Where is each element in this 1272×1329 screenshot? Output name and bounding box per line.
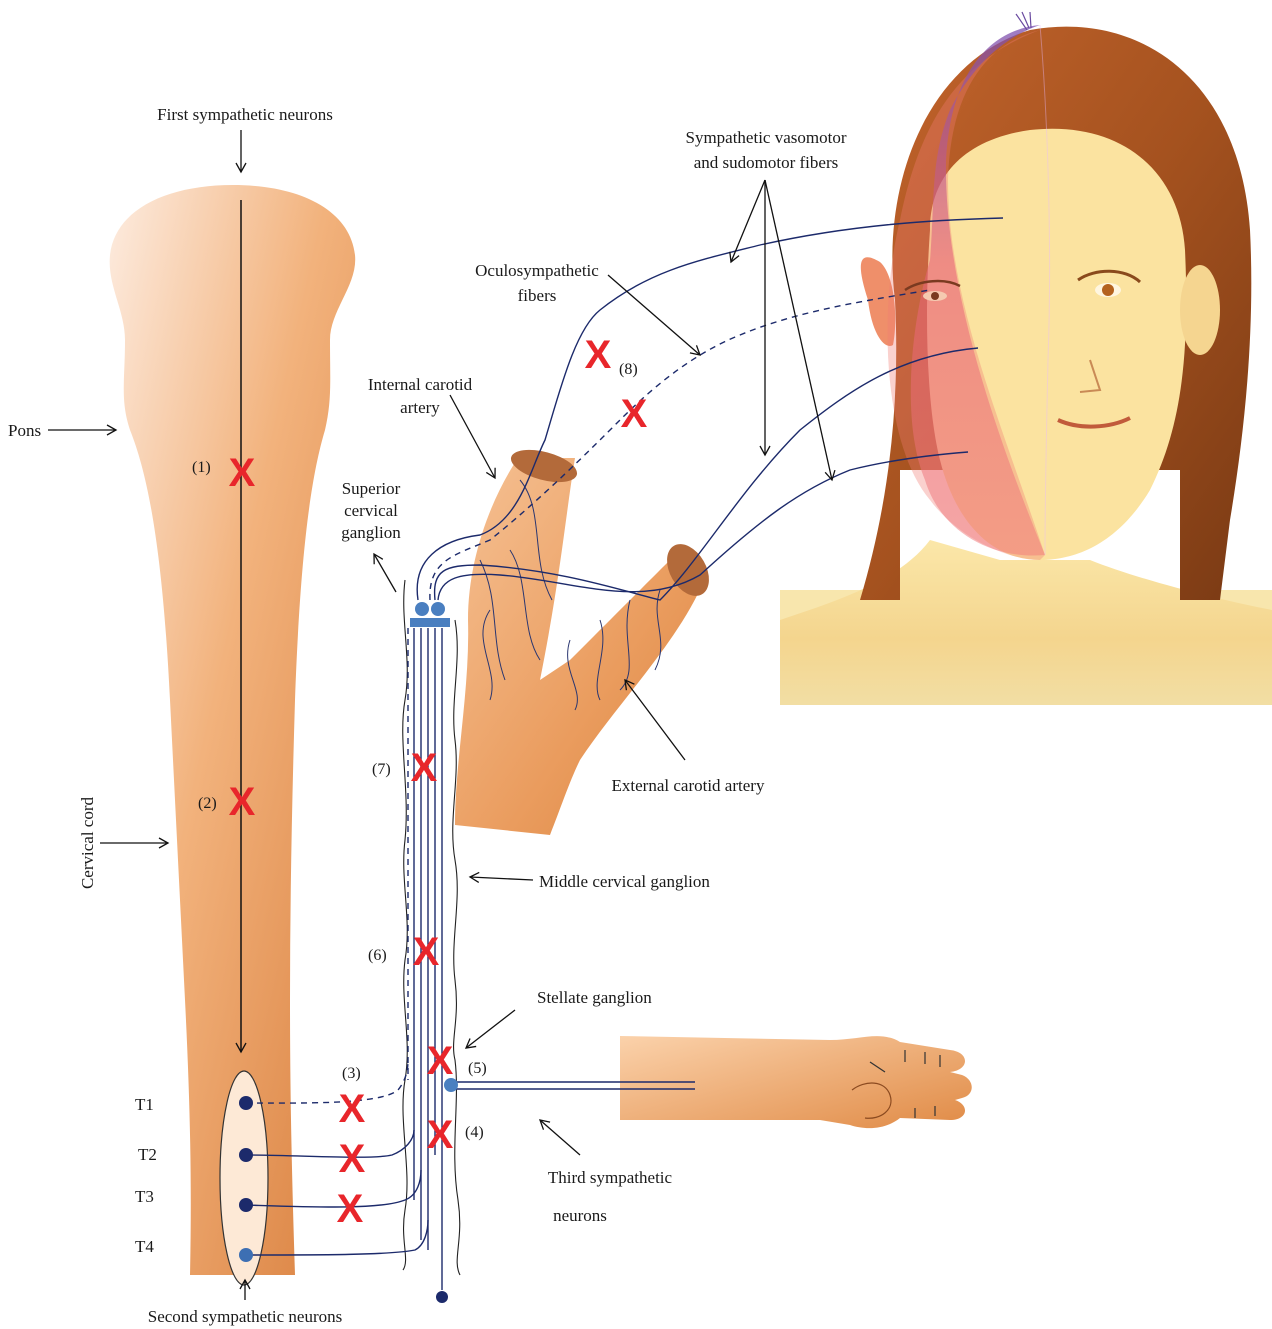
label-lesion-3: (3) (342, 1065, 361, 1082)
label-stellate-ganglion: Stellate ganglion (537, 988, 652, 1007)
superior-cervical-ganglion (410, 602, 450, 627)
label-pons: Pons (8, 421, 41, 440)
label-superior-ganglion-2: cervical (344, 501, 398, 520)
label-lesion-5: (5) (468, 1060, 487, 1077)
label-first-neurons: First sympathetic neurons (157, 105, 333, 124)
label-lesion-8: (8) (619, 361, 638, 378)
lesion-x-8b: X (621, 392, 648, 436)
label-vasomotor-1: Sympathetic vasomotor (685, 128, 846, 147)
label-oculosympathetic-1: Oculosympathetic (475, 261, 599, 280)
label-oculosympathetic-2: fibers (518, 286, 557, 305)
label-lesion-1: (1) (192, 459, 211, 476)
t4-neuron (239, 1248, 253, 1262)
label-third-neurons-1: Third sympathetic (548, 1168, 673, 1187)
label-superior-ganglion-1: Superior (342, 479, 401, 498)
label-cervical-cord: Cervical cord (78, 796, 97, 889)
lesion-x-1: X (229, 451, 256, 495)
face-illustration (780, 12, 1272, 705)
label-superior-ganglion-3: ganglion (341, 523, 401, 542)
lesion-x-2: X (229, 780, 256, 824)
label-internal-carotid-1: Internal carotid (368, 375, 473, 394)
label-external-carotid: External carotid artery (612, 776, 765, 795)
label-middle-ganglion: Middle cervical ganglion (539, 872, 710, 891)
t1-neuron (239, 1096, 253, 1110)
third-neuron-cell-body (436, 1291, 448, 1303)
label-segment-t1: T1 (135, 1095, 154, 1114)
label-second-neurons: Second sympathetic neurons (148, 1307, 343, 1326)
label-segment-t4: T4 (135, 1237, 154, 1256)
lesion-x-3b: X (339, 1137, 366, 1181)
t2-neuron (239, 1148, 253, 1162)
label-vasomotor-2: and sudomotor fibers (694, 153, 838, 172)
t3-neuron (239, 1198, 253, 1212)
lesion-x-7: X (411, 746, 438, 790)
lesion-x-8a: X (585, 333, 612, 377)
lesion-x-5: X (427, 1039, 454, 1083)
label-lesion-4: (4) (465, 1124, 484, 1141)
lesion-x-6: X (413, 930, 440, 974)
label-lesion-7: (7) (372, 761, 391, 778)
label-lesion-6: (6) (368, 947, 387, 964)
label-segment-t2: T2 (138, 1145, 157, 1164)
lesion-x-3c: X (337, 1187, 364, 1231)
lesion-x-4: X (427, 1113, 454, 1157)
label-internal-carotid-2: artery (400, 398, 440, 417)
label-segment-t3: T3 (135, 1187, 154, 1206)
lesion-x-3a: X (339, 1087, 366, 1131)
label-lesion-2: (2) (198, 795, 217, 812)
label-third-neurons-2: neurons (553, 1206, 607, 1225)
